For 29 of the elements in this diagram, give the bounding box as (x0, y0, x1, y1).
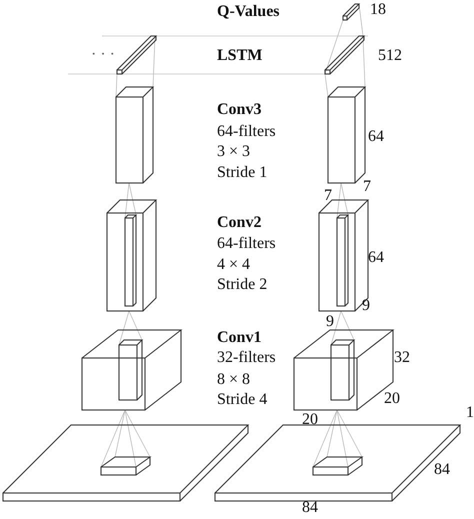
layer-parameter: 8 × 8 (217, 371, 250, 389)
layer-parameter: Stride 4 (217, 391, 268, 409)
layer-name: Conv1 (217, 329, 262, 347)
dimension-label: 64 (368, 128, 384, 146)
dimension-label: 84 (302, 499, 318, 517)
layer-parameter: Stride 2 (217, 276, 268, 294)
dimension-label: 20 (302, 411, 318, 429)
dimension-label: 9 (326, 313, 334, 331)
dimension-label: 9 (362, 297, 370, 315)
dimension-label: 64 (368, 249, 384, 267)
layer-name: Conv2 (217, 214, 262, 232)
layer-parameter: 32-filters (217, 349, 276, 367)
ellipsis-mark: · · · (91, 46, 115, 64)
layer-parameter: 4 × 4 (217, 256, 250, 274)
layer-name: LSTM (217, 47, 262, 65)
layer-parameter: 64-filters (217, 235, 276, 253)
dimension-label: 20 (384, 390, 400, 408)
dimension-label: 32 (394, 349, 410, 367)
layer-parameter: Stride 1 (217, 164, 268, 182)
layer-name: Q-Values (217, 3, 280, 21)
dimension-label: 84 (434, 461, 450, 479)
dimension-label: 18 (370, 1, 386, 19)
dimension-label: 7 (324, 187, 332, 205)
dimension-label: 1 (466, 404, 474, 422)
dimension-label: 512 (378, 47, 402, 65)
dimension-label: 7 (363, 178, 371, 196)
layer-name: Conv3 (217, 101, 262, 119)
layer-parameter: 64-filters (217, 123, 276, 141)
layer-parameter: 3 × 3 (217, 143, 250, 161)
